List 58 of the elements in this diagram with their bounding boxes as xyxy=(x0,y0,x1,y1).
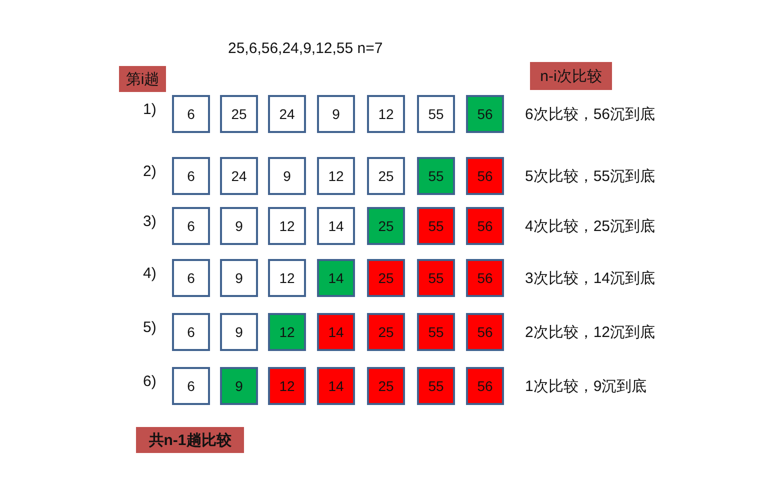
tag-label: 第i趟 xyxy=(119,66,166,92)
number-cell: 12 xyxy=(367,95,405,133)
number-cell: 24 xyxy=(268,95,306,133)
number-cell: 12 xyxy=(268,259,306,297)
number-cell: 6 xyxy=(172,157,210,195)
number-cell: 9 xyxy=(268,157,306,195)
number-cell: 55 xyxy=(417,95,455,133)
number-cell: 55 xyxy=(417,157,455,195)
number-cell: 55 xyxy=(417,207,455,245)
number-cell: 25 xyxy=(367,207,405,245)
number-cell: 55 xyxy=(417,313,455,351)
step-number: 6) xyxy=(143,373,156,390)
heading: 25,6,56,24,9,12,55 n=7 xyxy=(228,40,383,57)
number-cell: 6 xyxy=(172,207,210,245)
number-cell: 24 xyxy=(220,157,258,195)
number-cell: 25 xyxy=(367,367,405,405)
step-number: 3) xyxy=(143,213,156,230)
number-cell: 56 xyxy=(466,367,504,405)
number-cell: 56 xyxy=(466,157,504,195)
number-cell: 6 xyxy=(172,367,210,405)
number-cell: 25 xyxy=(367,157,405,195)
number-cell: 25 xyxy=(367,259,405,297)
number-cell: 12 xyxy=(317,157,355,195)
number-cell: 14 xyxy=(317,367,355,405)
number-cell: 14 xyxy=(317,207,355,245)
number-cell: 56 xyxy=(466,207,504,245)
step-number: 2) xyxy=(143,163,156,180)
number-cell: 56 xyxy=(466,95,504,133)
number-cell: 9 xyxy=(317,95,355,133)
comparison-note: 5次比较，55沉到底 xyxy=(525,167,656,186)
number-cell: 56 xyxy=(466,313,504,351)
number-cell: 9 xyxy=(220,313,258,351)
number-cell: 12 xyxy=(268,313,306,351)
number-cell: 12 xyxy=(268,207,306,245)
number-cell: 14 xyxy=(317,313,355,351)
number-cell: 14 xyxy=(317,259,355,297)
number-cell: 25 xyxy=(220,95,258,133)
step-number: 5) xyxy=(143,319,156,336)
number-cell: 56 xyxy=(466,259,504,297)
number-cell: 9 xyxy=(220,259,258,297)
number-cell: 55 xyxy=(417,259,455,297)
tag-label: n-i次比较 xyxy=(530,62,612,90)
number-cell: 9 xyxy=(220,367,258,405)
tag-label: 共n-1趟比较 xyxy=(136,427,244,453)
comparison-note: 2次比较，12沉到底 xyxy=(525,323,656,342)
comparison-note: 6次比较，56沉到底 xyxy=(525,105,656,124)
comparison-note: 4次比较，25沉到底 xyxy=(525,217,656,236)
comparison-note: 3次比较，14沉到底 xyxy=(525,269,656,288)
number-cell: 25 xyxy=(367,313,405,351)
number-cell: 6 xyxy=(172,313,210,351)
step-number: 4) xyxy=(143,265,156,282)
number-cell: 6 xyxy=(172,95,210,133)
number-cell: 12 xyxy=(268,367,306,405)
number-cell: 55 xyxy=(417,367,455,405)
number-cell: 9 xyxy=(220,207,258,245)
number-cell: 6 xyxy=(172,259,210,297)
comparison-note: 1次比较，9沉到底 xyxy=(525,377,647,396)
step-number: 1) xyxy=(143,101,156,118)
